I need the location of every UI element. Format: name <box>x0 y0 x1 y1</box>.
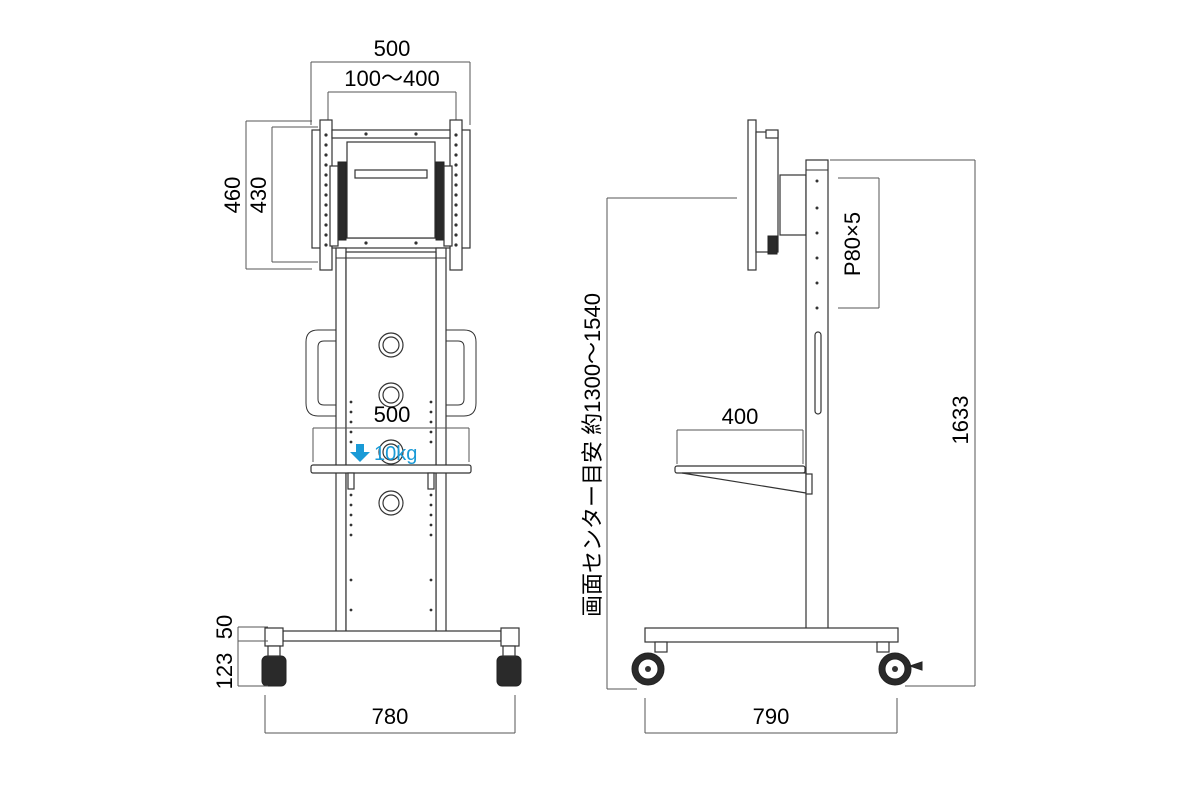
dim-bracket-height: 460 430 <box>220 120 318 270</box>
dim-vesa-width: 100〜400 <box>327 66 457 120</box>
side-mount <box>747 119 807 271</box>
base-width-label: 780 <box>372 704 409 729</box>
vesa-holes <box>324 132 458 247</box>
dim-top-width: 500 <box>310 36 471 125</box>
total-height-label: 1633 <box>948 396 973 445</box>
dim-base-width: 780 <box>264 695 516 734</box>
base-depth-label: 790 <box>753 704 790 729</box>
front-base <box>261 627 522 687</box>
base-height-lower-label: 123 <box>212 653 237 690</box>
front-view: 500 100〜400 460 430 <box>212 36 522 734</box>
dim-total-height: 1633 <box>830 159 976 687</box>
dim-base-height: 50 123 <box>212 615 268 690</box>
height-inner-label: 430 <box>246 177 271 214</box>
dim-screen-center: 画面センター目安 約1300〜1540 <box>580 197 737 690</box>
front-handles <box>305 329 477 417</box>
top-width-label: 500 <box>374 36 411 61</box>
vesa-width-label: 100〜400 <box>344 66 439 91</box>
shelf-load: 10kg <box>350 443 417 465</box>
screen-center-label: 画面センター目安 約1300〜1540 <box>580 293 605 617</box>
side-shelf <box>674 465 813 495</box>
vesa-bracket <box>311 119 471 271</box>
shelf-load-label: 10kg <box>374 443 417 465</box>
front-shelf <box>310 464 472 490</box>
cable-holes <box>378 332 404 516</box>
side-base <box>631 627 923 686</box>
height-outer-label: 460 <box>220 177 245 214</box>
column-holes <box>349 400 433 612</box>
down-arrow-icon <box>350 444 370 462</box>
side-column <box>805 159 829 633</box>
pitch-label: P80×5 <box>840 212 865 276</box>
side-view: 画面センター目安 約1300〜1540 P80×5 <box>580 119 976 734</box>
dim-base-depth: 790 <box>644 698 898 734</box>
dim-shelf-depth: 400 <box>676 404 804 464</box>
base-height-upper-label: 50 <box>212 615 237 639</box>
shelf-width-label: 500 <box>374 402 411 427</box>
dim-pitch: P80×5 <box>838 177 880 309</box>
dim-shelf-width: 500 <box>312 402 470 462</box>
shelf-depth-label: 400 <box>722 404 759 429</box>
